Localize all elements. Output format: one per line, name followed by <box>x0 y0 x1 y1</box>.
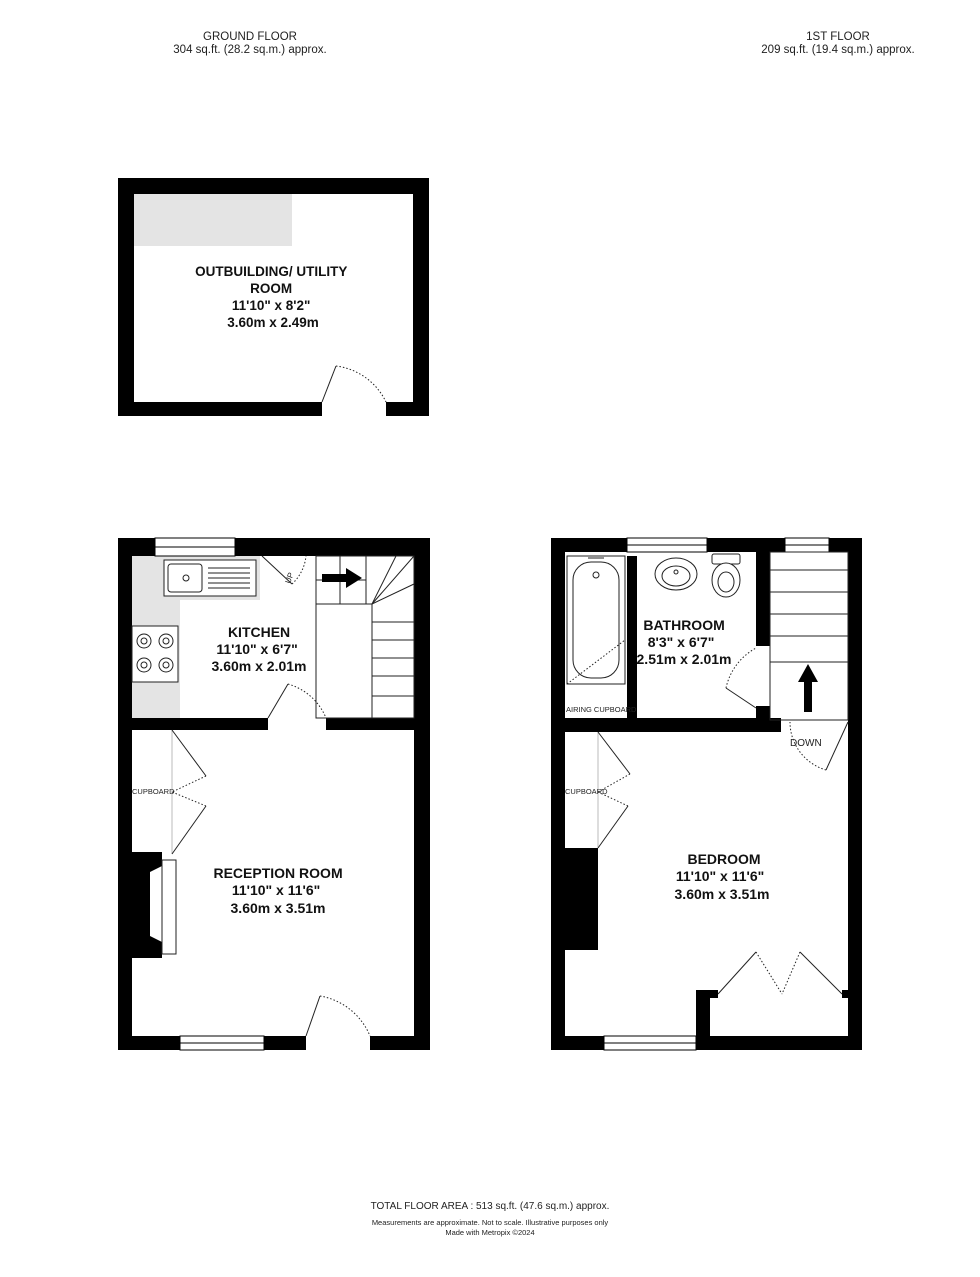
footer-notes: Measurements are approximate. Not to sca… <box>0 1218 980 1238</box>
outbuilding-worktop <box>134 194 292 246</box>
sink-icon <box>163 559 257 597</box>
bedroom-label: BEDROOM <box>687 851 760 867</box>
kitchen-imperial: 11'10" x 6'7" <box>216 641 297 657</box>
reception-cupboard-doors <box>171 729 207 855</box>
kitchen-label: KITCHEN <box>228 624 290 640</box>
hob-icon <box>131 625 179 683</box>
basin-icon <box>654 557 698 591</box>
outbuilding-label-2: ROOM <box>250 281 292 296</box>
outbuilding: OUTBUILDING/ UTILITY ROOM 11'10" x 8'2" … <box>118 178 429 416</box>
outbuilding-label: OUTBUILDING/ UTILITY <box>195 264 347 279</box>
ground-floor-title: GROUND FLOOR <box>203 31 297 43</box>
bedroom-cupboard-label: CUPBOARD <box>565 787 608 796</box>
reception-label: RECEPTION ROOM <box>213 865 342 881</box>
first-floor: AIRING CUPBOARD DOWN <box>551 537 862 1051</box>
up-label: UP <box>283 571 295 585</box>
kitchen-door <box>267 683 327 719</box>
first-floor-title: 1ST FLOOR <box>806 31 870 43</box>
svg-text:BATHROOM 8'3" x 6'7": BATHROOM 8'3" x 6'7" 2.51m x 2.01m <box>637 617 732 667</box>
first-floor-header: 1ST FLOOR 209 sq.ft. (19.4 sq.m.) approx… <box>740 31 936 57</box>
bathroom-metric: 2.51m x 2.01m <box>637 651 732 667</box>
ground-stairs <box>315 555 415 719</box>
ground-floor-main: UP <box>118 537 430 1051</box>
outbuilding-metric: 3.60m x 2.49m <box>227 315 319 330</box>
toilet-icon <box>711 553 741 598</box>
first-floor-area: 209 sq.ft. (19.4 sq.m.) approx. <box>761 44 915 56</box>
credit-text: Made with Metropix ©2024 <box>445 1228 535 1237</box>
bathroom-imperial: 8'3" x 6'7" <box>648 634 715 650</box>
outbuilding-imperial: 11'10" x 8'2" <box>232 298 311 313</box>
down-label: DOWN <box>790 738 822 749</box>
svg-text:OUTBUILDING/ UTILITY ROO: OUTBUILDING/ UTILITY ROOM 11'10" x 8'2" … <box>195 264 351 330</box>
first-floor-stairs <box>769 551 849 721</box>
kitchen-back-door <box>261 555 307 585</box>
airing-cupboard-label: AIRING CUPBOARD <box>566 705 637 714</box>
bathroom-door <box>725 647 757 709</box>
stairs-arrow-icon <box>322 568 362 588</box>
bath-icon <box>566 555 626 685</box>
reception-cupboard-label: CUPBOARD <box>132 787 175 796</box>
svg-text:BEDROOM 11'10" x 11'6": BEDROOM 11'10" x 11'6" 3.60m x 3.51m <box>675 851 770 902</box>
outbuilding-door <box>321 365 387 403</box>
bedroom-imperial: 11'10" x 11'6" <box>676 868 764 884</box>
fireplace <box>132 852 177 958</box>
kitchen-metric: 3.60m x 2.01m <box>212 658 307 674</box>
landing-door <box>789 721 849 771</box>
total-floor-area: TOTAL FLOOR AREA : 513 sq.ft. (47.6 sq.m… <box>370 1201 610 1212</box>
front-door <box>305 995 371 1037</box>
bedroom-cupboard-doors <box>597 731 631 849</box>
bathroom-label: BATHROOM <box>643 617 724 633</box>
stairs-down-arrow-icon <box>798 664 818 712</box>
ground-floor-header: GROUND FLOOR 304 sq.ft. (28.2 sq.m.) app… <box>150 31 350 57</box>
wardrobe <box>696 951 848 1050</box>
svg-text:RECEPTION ROOM 11'10" x: RECEPTION ROOM 11'10" x 11'6" 3.60m x 3.… <box>213 865 346 916</box>
reception-metric: 3.60m x 3.51m <box>231 900 326 916</box>
bedroom-metric: 3.60m x 3.51m <box>675 886 770 902</box>
svg-text:KITCHEN 11'10" x 6'7": KITCHEN 11'10" x 6'7" 3.60m x 2.01m <box>212 624 307 674</box>
disclaimer-text: Measurements are approximate. Not to sca… <box>371 1218 609 1227</box>
reception-imperial: 11'10" x 11'6" <box>232 882 320 898</box>
ground-floor-area: 304 sq.ft. (28.2 sq.m.) approx. <box>173 44 327 56</box>
